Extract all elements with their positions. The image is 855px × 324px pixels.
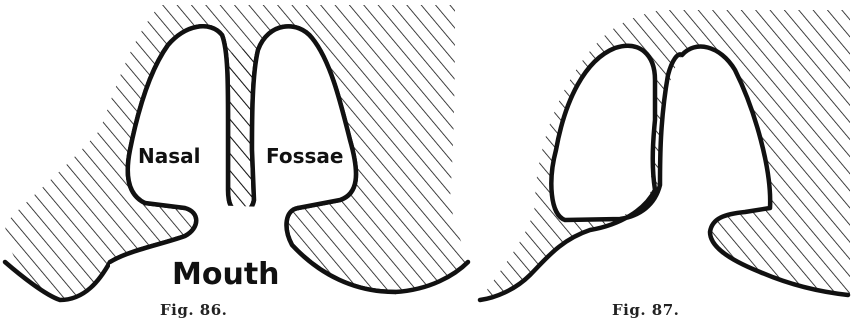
- label-mouth: Mouth: [172, 257, 280, 292]
- label-fossae: Fossae: [266, 144, 343, 168]
- figure-87: [480, 10, 850, 324]
- figure-86: Nasal Fossae Mouth: [5, 5, 468, 324]
- fig-86-caption: Fig. 86.: [160, 301, 227, 319]
- fig87-left-cavity: [551, 46, 655, 220]
- label-nasal: Nasal: [138, 144, 201, 168]
- fig-87-caption: Fig. 87.: [612, 301, 679, 319]
